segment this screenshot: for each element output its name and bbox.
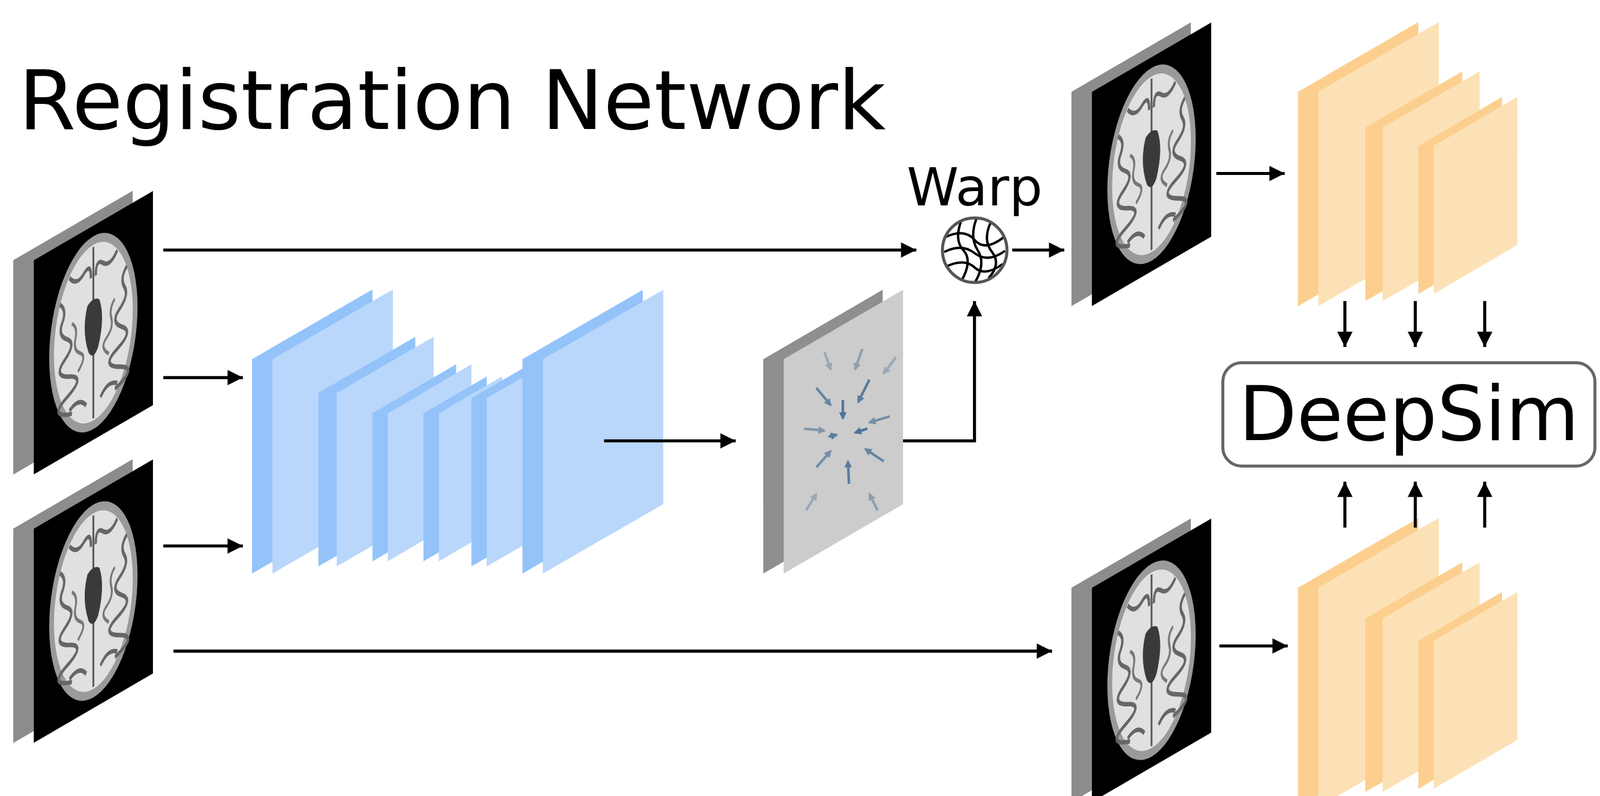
flow-arrow xyxy=(1219,644,1288,648)
node-label: Warp xyxy=(906,161,1043,214)
feature-arrow xyxy=(1413,481,1417,528)
brain-image xyxy=(33,459,153,743)
flow-arrow xyxy=(1012,248,1065,252)
warp-grid-line xyxy=(957,219,968,281)
flow-arrow xyxy=(163,544,243,548)
flow-vector xyxy=(841,400,844,419)
flow-vector xyxy=(816,387,831,405)
flow-arrow xyxy=(1216,172,1285,175)
flow-arrow xyxy=(173,649,1052,653)
warp-grid-line xyxy=(944,247,1006,259)
deformation-field xyxy=(783,289,904,574)
feature-arrow xyxy=(1482,301,1486,347)
network-layer xyxy=(542,289,664,574)
flow-vectors xyxy=(803,348,896,511)
flow-vector xyxy=(803,428,825,431)
brain-image xyxy=(1091,22,1212,307)
similarity-box: DeepSim xyxy=(1221,361,1597,469)
flow-vector xyxy=(824,352,831,370)
warp-grid xyxy=(944,218,1006,282)
flow-vector xyxy=(883,357,897,374)
flow-vector xyxy=(855,428,868,433)
flow-vector xyxy=(828,434,837,437)
node-label: DeepSim xyxy=(1238,371,1580,459)
warp-grid-line xyxy=(972,218,982,282)
feature-arrow xyxy=(1343,301,1347,347)
flow-vector xyxy=(806,493,817,511)
flow-vector xyxy=(816,450,831,468)
flow-vector xyxy=(869,493,878,511)
warp-circle-outline xyxy=(942,217,1007,283)
warp-grid-line xyxy=(986,222,996,279)
diagram-title: Registration Network xyxy=(18,59,886,143)
feature-arrow xyxy=(1482,481,1486,528)
brain-image xyxy=(33,191,153,475)
feature-arrow xyxy=(1343,481,1347,528)
feature-map xyxy=(1433,591,1518,789)
flow-vector xyxy=(848,461,850,484)
warp-circle-fill xyxy=(942,217,1007,283)
flow-vector xyxy=(855,348,863,370)
flow-arrow xyxy=(603,439,736,443)
brain-image xyxy=(1091,518,1212,796)
feature-arrow xyxy=(1413,301,1417,347)
flow-arrow xyxy=(163,376,243,380)
feature-map xyxy=(1433,96,1518,294)
flow-vector xyxy=(865,449,884,462)
flow-arrow xyxy=(903,301,975,441)
warp-operator: Warp xyxy=(906,161,1043,285)
flow-vector xyxy=(869,416,890,423)
warp-circle-shape xyxy=(940,216,1009,285)
flow-vector xyxy=(858,379,870,403)
flow-arrow xyxy=(163,248,917,252)
